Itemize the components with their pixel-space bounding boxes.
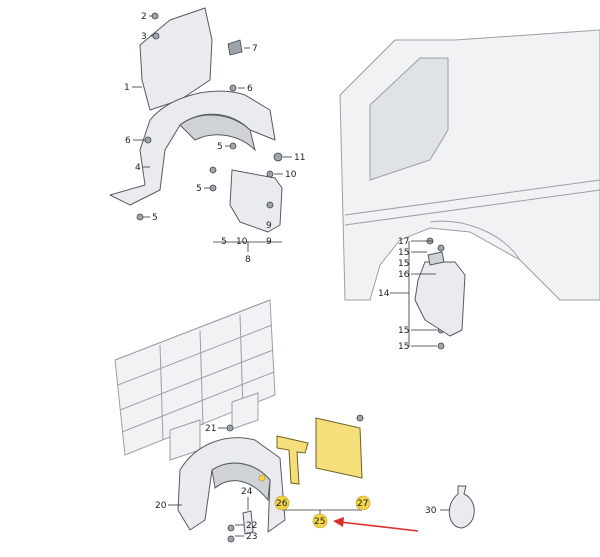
callout-26-circle	[274, 495, 290, 511]
callout-15-c: 15	[398, 326, 409, 336]
callout-30: 30	[425, 506, 437, 516]
callout-15-a: 15	[398, 248, 409, 258]
mudflap-plate-part	[315, 417, 363, 479]
callout-15-d: 15	[398, 342, 409, 352]
callout-17: 17	[398, 237, 409, 247]
callout-11: 11	[294, 153, 305, 163]
callout-10: 10	[285, 170, 297, 180]
callout-25-circle	[312, 513, 328, 529]
callout-25: 25	[314, 517, 325, 527]
callout-labels: 2 3 7 1 6 6 5 4 11 10 5 5 9 5 10 9 8 17 …	[124, 12, 437, 542]
callout-15-b: 15	[398, 259, 409, 269]
callout-9-bottom: 9	[266, 237, 272, 247]
bracket-part	[276, 435, 309, 485]
callout-16: 16	[398, 270, 410, 280]
pickup-bed-ghost	[114, 299, 276, 461]
callout-9-upper: 9	[266, 221, 272, 231]
strut-part	[242, 510, 254, 535]
front-mudflap-part	[229, 169, 283, 233]
callout-5-lower: 5	[196, 184, 202, 194]
callout-3: 3	[141, 32, 147, 42]
leader-lines	[132, 15, 450, 537]
bag-part	[448, 485, 475, 529]
wheel-arch-inner	[179, 114, 256, 152]
callout-5-left: 5	[152, 213, 158, 223]
callout-20: 20	[155, 501, 167, 511]
wheel-arch-inner-rear	[211, 462, 271, 502]
mudflap-bracket-16	[427, 251, 445, 266]
callout-14: 14	[378, 289, 390, 299]
callout-8: 8	[245, 255, 251, 265]
pointer-arrow	[333, 517, 419, 532]
callout-5-mid: 5	[217, 142, 223, 152]
callout-10-bottom: 10	[236, 237, 248, 247]
callout-23: 23	[246, 532, 257, 542]
callout-26: 26	[276, 499, 288, 509]
callout-6-left: 6	[125, 136, 131, 146]
callout-27: 27	[357, 499, 368, 509]
callout-4: 4	[135, 163, 141, 173]
callout-24: 24	[241, 487, 253, 497]
van-body-ghost	[339, 29, 600, 301]
callout-22: 22	[246, 521, 257, 531]
callout-5-bottom: 5	[221, 237, 227, 247]
washer-26-part	[258, 474, 266, 482]
callout-2: 2	[141, 12, 147, 22]
callout-27-circle	[355, 495, 371, 511]
callout-7: 7	[252, 44, 258, 54]
callout-1: 1	[124, 83, 130, 93]
callout-6-top: 6	[247, 84, 253, 94]
highlighted-callouts: 26 27 25	[274, 495, 371, 529]
rear-mudflap-part	[414, 261, 466, 337]
callout-21: 21	[205, 424, 216, 434]
